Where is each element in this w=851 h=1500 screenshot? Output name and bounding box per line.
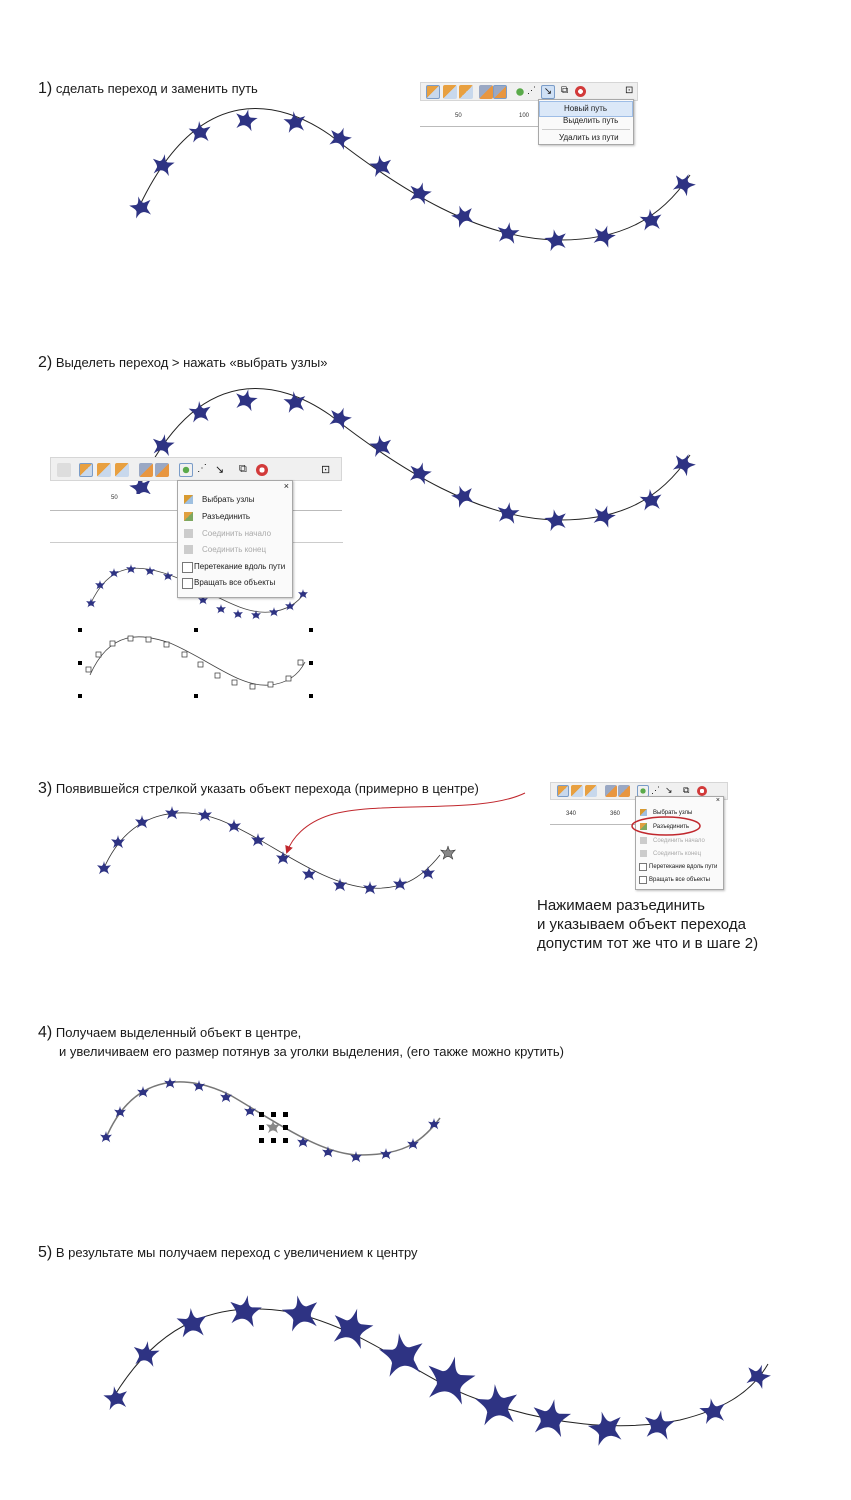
step4-selected-object <box>259 1112 288 1143</box>
step1-caption: 1) сделать переход и заменить путь <box>38 80 258 97</box>
menu-fuse-end: Соединить конец <box>178 543 292 557</box>
step3-note: Нажимаем разъединить и указываем объект … <box>537 897 759 952</box>
step2-caption: 2) Выделеть переход > нажать «выбрать уз… <box>38 354 328 371</box>
add-preset-icon[interactable]: ⊡ <box>321 464 331 476</box>
menu-fuse-start: Соединить начало <box>178 527 292 541</box>
menu-rotate-all[interactable]: Вращать все объекты <box>636 874 723 886</box>
object-color-icon[interactable] <box>605 785 617 797</box>
blend-spacing-icon[interactable] <box>571 785 583 797</box>
start-end-icon[interactable] <box>179 463 193 477</box>
menu-blend-along-path[interactable]: Перетекание вдоль пути <box>636 861 723 873</box>
path-properties-icon[interactable]: ↘ <box>665 785 673 795</box>
close-icon[interactable]: × <box>283 481 289 491</box>
object-color-icon[interactable] <box>139 463 153 477</box>
menu-rotate-all[interactable]: Вращать все объекты <box>178 576 292 590</box>
step3-blend-path <box>103 812 441 889</box>
misc-blend-options-menu-2: × Выбрать узлы Разъединить Соединить нач… <box>635 796 724 890</box>
close-icon[interactable]: × <box>715 797 720 804</box>
menu-select-nodes[interactable]: Выбрать узлы <box>178 493 292 507</box>
menu-select-path[interactable]: Выделить путь <box>563 116 619 125</box>
path-properties-icon[interactable]: ↘ <box>215 464 225 476</box>
blend-accel-icon[interactable] <box>155 463 169 477</box>
step4-blend-path <box>105 1081 441 1156</box>
step5-blend-path <box>112 1308 769 1427</box>
step3-stars <box>97 806 435 895</box>
blend-preset-icon[interactable] <box>57 463 71 477</box>
start-end-icon[interactable] <box>513 85 527 99</box>
blend-accel-icon[interactable] <box>493 85 507 99</box>
menu-fuse-start: Соединить начало <box>636 835 723 847</box>
highlight-circle <box>631 816 701 836</box>
blend-direction-icon[interactable] <box>459 85 473 99</box>
blend-spacing-icon[interactable] <box>443 85 457 99</box>
property-bar-2: ⋰ ↘ ⧉ ⊡ <box>50 457 342 481</box>
blend-direction-icon[interactable] <box>115 463 129 477</box>
menu-split[interactable]: Разъединить <box>178 510 292 524</box>
copy-properties-icon[interactable]: ⧉ <box>239 463 247 475</box>
path-properties-menu: Новый путь Выделить путь Удалить из пути <box>538 99 634 145</box>
object-color-icon[interactable] <box>479 85 493 99</box>
property-bar-3: ⋰ ↘ ⧉ <box>550 782 728 800</box>
step2-selected-blend <box>78 628 313 698</box>
menu-fuse-end: Соединить конец <box>636 848 723 860</box>
step3-caption: 3) Появившейся стрелкой указать объект п… <box>38 780 479 797</box>
step3-pointer-arrow <box>285 792 526 854</box>
blend-steps-icon[interactable] <box>79 463 93 477</box>
blend-direction-icon[interactable] <box>585 785 597 797</box>
blend-steps-icon[interactable] <box>426 85 440 99</box>
ruler-3: 340 360 <box>550 810 635 825</box>
clear-blend-icon[interactable] <box>256 464 268 476</box>
menu-select-nodes[interactable]: Выбрать узлы <box>636 807 723 819</box>
menu-split[interactable]: Разъединить <box>636 821 723 833</box>
step4-caption-line2: и увеличиваем его размер потянув за угол… <box>59 1044 564 1059</box>
scatter-icon[interactable]: ⋰ <box>197 463 207 474</box>
misc-blend-options-menu: × Выбрать узлы Разъединить Соединить нач… <box>177 480 293 598</box>
step5-caption: 5) В результате мы получаем переход с ув… <box>38 1244 418 1261</box>
menu-new-path[interactable]: Новый путь <box>539 101 633 117</box>
property-bar-1: ⋰ ↘ ⧉ ⊡ <box>420 82 638 101</box>
blend-accel-icon[interactable] <box>618 785 630 797</box>
blend-spacing-icon[interactable] <box>97 463 111 477</box>
clear-blend-icon[interactable] <box>575 86 586 97</box>
add-preset-icon[interactable]: ⊡ <box>625 85 634 96</box>
blend-steps-icon[interactable] <box>557 785 569 797</box>
copy-properties-icon[interactable]: ⧉ <box>561 85 569 96</box>
scatter-icon[interactable]: ⋰ <box>651 785 660 795</box>
menu-blend-along-path[interactable]: Перетекание вдоль пути <box>178 560 292 574</box>
step4-caption: 4) Получаем выделенный объект в центре, <box>38 1024 302 1041</box>
path-properties-icon[interactable]: ↘ <box>541 85 555 99</box>
menu-detach-from-path[interactable]: Удалить из пути <box>559 133 619 142</box>
ruler-1: 50 100 <box>420 112 538 127</box>
step3-target-cursor-icon <box>440 845 456 860</box>
copy-properties-icon[interactable]: ⧉ <box>683 785 690 795</box>
scatter-icon[interactable]: ⋰ <box>527 85 536 95</box>
step5-stars <box>102 1291 774 1448</box>
clear-blend-icon[interactable] <box>697 786 707 796</box>
